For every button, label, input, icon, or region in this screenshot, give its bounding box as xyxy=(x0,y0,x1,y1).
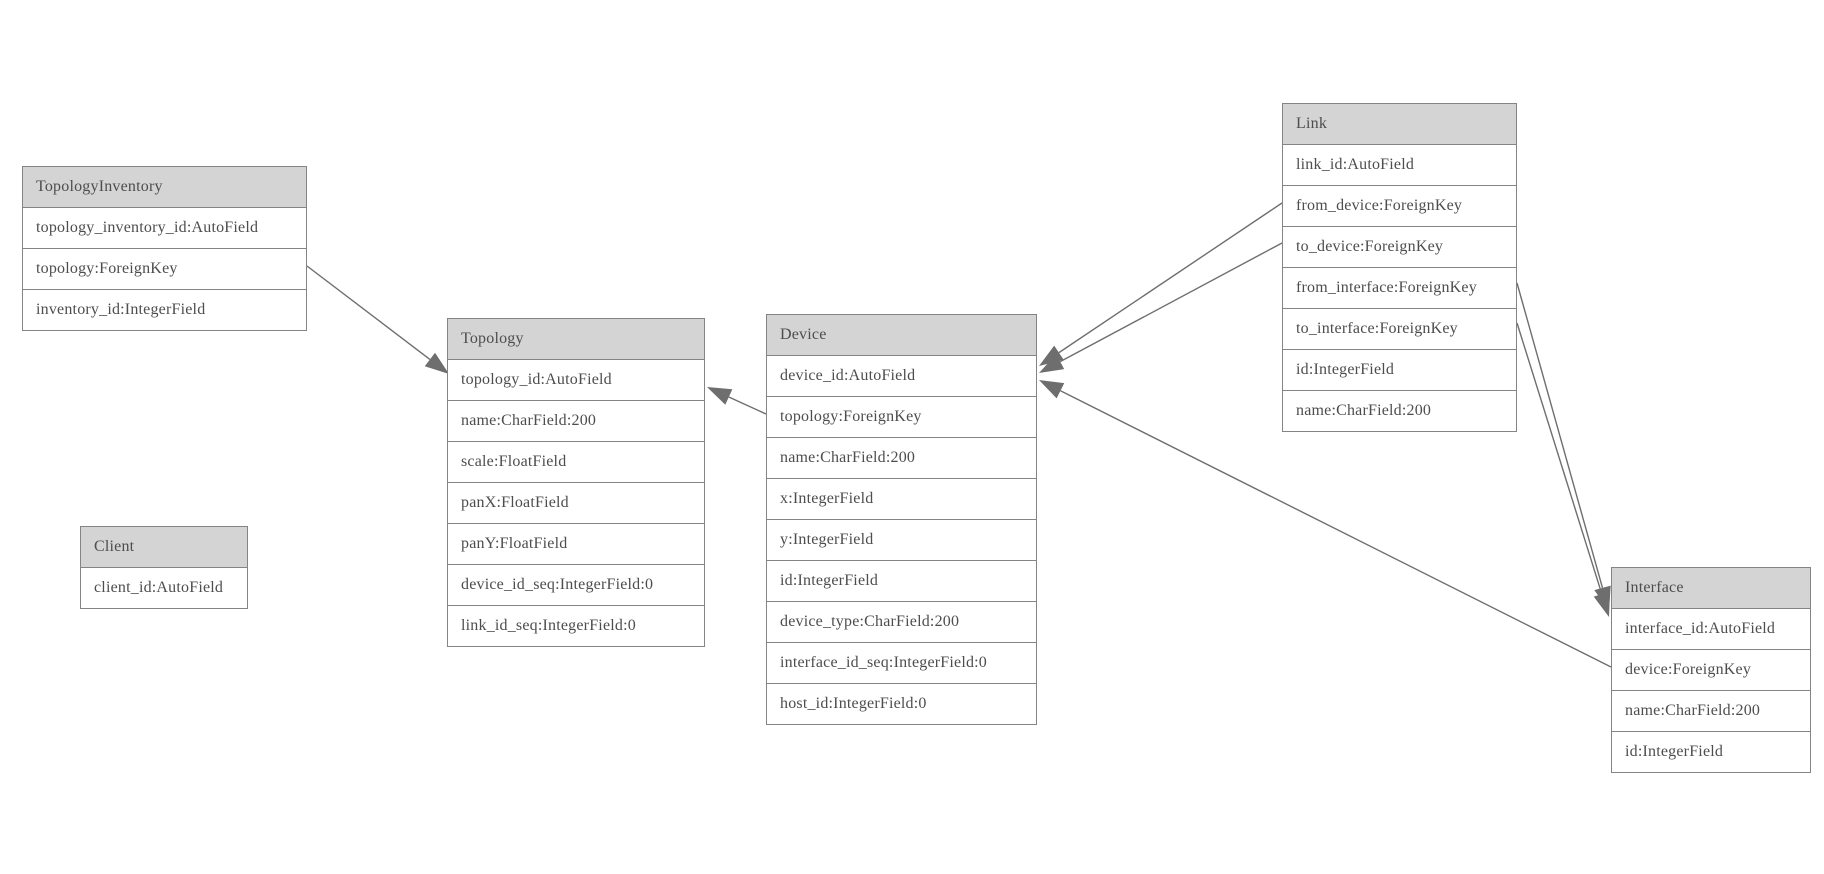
entity-field: scale:FloatField xyxy=(448,441,704,482)
entity-field: topology_inventory_id:AutoField xyxy=(23,207,306,248)
entity-field: interface_id:AutoField xyxy=(1612,608,1810,649)
entity-field: topology_id:AutoField xyxy=(448,359,704,400)
entity-field: panX:FloatField xyxy=(448,482,704,523)
entity-field: topology:ForeignKey xyxy=(23,248,306,289)
entity-field: client_id:AutoField xyxy=(81,567,247,608)
entity-field: panY:FloatField xyxy=(448,523,704,564)
entity-title: Device xyxy=(767,315,1036,355)
relation-line xyxy=(1059,242,1283,363)
relation-TopologyInventory-topology-to-Topology-topology_id xyxy=(306,265,449,374)
entity-field: id:IntegerField xyxy=(1283,349,1516,390)
relation-Link-from_interface-to-Interface-interface_id xyxy=(1516,282,1611,611)
entity-field: inventory_id:IntegerField xyxy=(23,289,306,330)
entity-field: device_id_seq:IntegerField:0 xyxy=(448,564,704,605)
relation-Link-to_interface-to-Interface-interface_id xyxy=(1516,322,1610,617)
entity-field: name:CharField:200 xyxy=(448,400,704,441)
relation-arrowhead-icon xyxy=(1039,354,1065,373)
entity-field: id:IntegerField xyxy=(767,560,1036,601)
entity-field: from_interface:ForeignKey xyxy=(1283,267,1516,308)
entity-field: id:IntegerField xyxy=(1612,731,1810,772)
relation-line xyxy=(306,265,431,361)
relation-Link-from_device-to-Device-device_id xyxy=(1039,202,1283,366)
relation-line xyxy=(728,396,767,415)
entity-field: link_id_seq:IntegerField:0 xyxy=(448,605,704,646)
entity-field: from_device:ForeignKey xyxy=(1283,185,1516,226)
entity-field: link_id:AutoField xyxy=(1283,144,1516,185)
entity-field: host_id:IntegerField:0 xyxy=(767,683,1036,724)
relation-arrowhead-icon xyxy=(424,352,449,374)
relation-arrowhead-icon xyxy=(707,387,733,405)
relation-arrowhead-icon xyxy=(1593,591,1610,617)
entity-title: Interface xyxy=(1612,568,1810,608)
entity-field: to_device:ForeignKey xyxy=(1283,226,1516,267)
entity-field: device_id:AutoField xyxy=(767,355,1036,396)
entity-field: name:CharField:200 xyxy=(1283,390,1516,431)
relation-arrowhead-icon xyxy=(1039,380,1065,399)
entity-title: Link xyxy=(1283,104,1516,144)
entity-field: topology:ForeignKey xyxy=(767,396,1036,437)
entity-field: x:IntegerField xyxy=(767,478,1036,519)
entity-field: device:ForeignKey xyxy=(1612,649,1810,690)
relation-Device-topology-to-Topology-topology_id xyxy=(707,387,767,415)
relation-line xyxy=(1058,202,1283,354)
relation-line xyxy=(1516,322,1603,595)
entity-field: to_interface:ForeignKey xyxy=(1283,308,1516,349)
relation-line xyxy=(1516,282,1604,589)
entity-title: Client xyxy=(81,527,247,567)
entity-field: name:CharField:200 xyxy=(767,437,1036,478)
entity-field: interface_id_seq:IntegerField:0 xyxy=(767,642,1036,683)
relation-arrowhead-icon xyxy=(1594,585,1611,611)
entity-title: Topology xyxy=(448,319,704,359)
relation-Link-to_device-to-Device-device_id xyxy=(1039,242,1283,373)
relation-arrowhead-icon xyxy=(1039,345,1064,366)
entity-field: y:IntegerField xyxy=(767,519,1036,560)
entity-field: device_type:CharField:200 xyxy=(767,601,1036,642)
entity-title: TopologyInventory xyxy=(23,167,306,207)
relation-line xyxy=(1060,390,1612,668)
entity-field: name:CharField:200 xyxy=(1612,690,1810,731)
